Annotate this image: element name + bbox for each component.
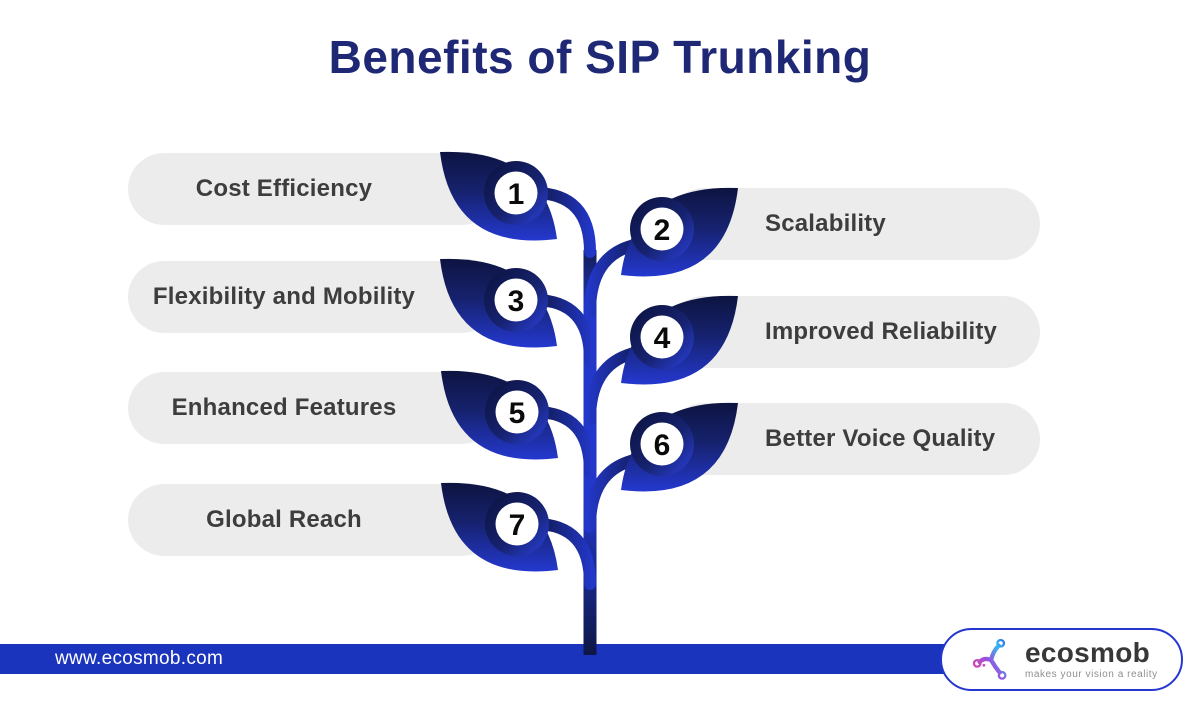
- benefit-label-7: Global Reach: [206, 506, 362, 533]
- node-fill: [495, 390, 539, 434]
- footer-bar: www.ecosmob.com: [0, 644, 1062, 674]
- branch-2: [584, 237, 652, 318]
- branch-7: [529, 518, 596, 590]
- benefit-pill-2: Scalability: [668, 188, 1040, 260]
- benefit-pill-6: Better Voice Quality: [668, 403, 1040, 475]
- ecosmob-logo-icon: [972, 638, 1007, 680]
- benefit-number-3: 3: [508, 285, 525, 318]
- benefit-pill-4: Improved Reliability: [668, 296, 1040, 368]
- branch-5: [529, 406, 596, 478]
- branch-6: [584, 452, 652, 533]
- benefit-number-7: 7: [509, 509, 526, 542]
- node-fill: [495, 502, 539, 546]
- benefit-pill-3: Flexibility and Mobility: [128, 261, 498, 333]
- benefit-label-6: Better Voice Quality: [765, 425, 996, 452]
- node-fill: [494, 171, 538, 215]
- benefit-pill-1: Cost Efficiency: [128, 153, 498, 225]
- node-fill: [494, 278, 538, 322]
- page-title: Benefits of SIP Trunking: [328, 31, 872, 83]
- benefit-label-3: Flexibility and Mobility: [152, 283, 416, 310]
- benefit-pill-7: Global Reach: [128, 484, 498, 556]
- branches: [528, 187, 652, 590]
- logo-text-block: ecosmob makes your vision a reality: [1025, 639, 1158, 680]
- benefit-label-2: Scalability: [765, 210, 886, 237]
- brand-name: ecosmob: [1025, 637, 1151, 668]
- benefit-number-1: 1: [508, 178, 525, 211]
- website-url: www.ecosmob.com: [55, 648, 224, 669]
- number-nodes: 1 2 3 4 5: [484, 161, 694, 556]
- brand-tagline: makes your vision a reality: [1025, 669, 1158, 680]
- branch-4: [584, 345, 652, 426]
- benefit-pill-5: Enhanced Features: [128, 372, 498, 444]
- branch-3: [528, 294, 596, 366]
- benefit-number-5: 5: [509, 397, 526, 430]
- logo-card: ecosmob makes your vision a reality: [940, 628, 1183, 691]
- benefit-label-1: Cost Efficiency: [195, 175, 373, 202]
- benefit-label-4: Improved Reliability: [765, 318, 998, 345]
- branch-1: [528, 187, 596, 258]
- benefit-label-5: Enhanced Features: [171, 394, 397, 421]
